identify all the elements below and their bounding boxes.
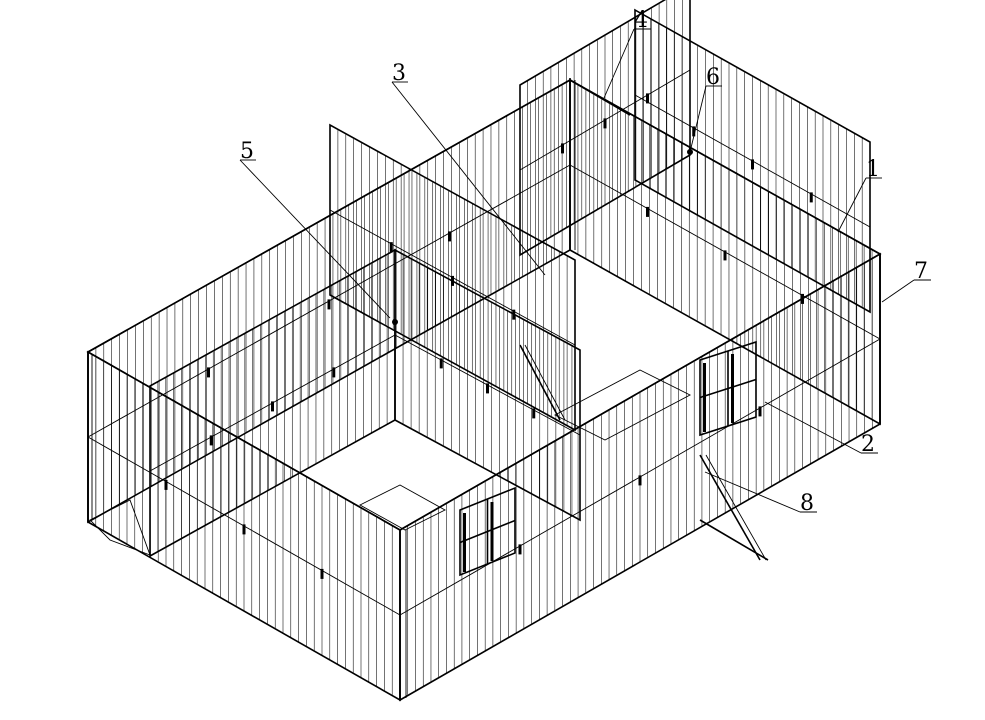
partition-middle-outline [394,248,581,522]
front-right-wall-clip [518,544,522,555]
callout-7: 7 [914,259,928,284]
front-right-wall-clip [638,475,642,486]
window-right [699,340,757,437]
back-right-wall-clip [723,250,727,261]
leader-3 [391,81,546,276]
brace-foot [699,519,769,561]
partition-back-clip [646,93,649,104]
window-front-jamb [490,502,494,561]
leader-1 [837,177,867,233]
front-right-wall-clip [758,406,762,417]
partition-back-outline [519,0,691,257]
window-right-jamb [731,354,734,423]
joint-node-5 [392,319,398,325]
back-left-wall-clip [448,231,451,242]
floor-opening-3 [89,499,151,556]
callout-8: 8 [800,491,814,516]
callout-labels: 1 2 3 4 5 6 7 8 [240,8,928,516]
partition-cross-clip [389,242,393,253]
callout-6: 6 [706,65,720,90]
back-right-wall-clip [646,206,649,217]
brace-interior [519,344,561,421]
partition-middle-clip [439,358,443,369]
frame-members [86,78,882,700]
partition-cross-outline [329,123,576,432]
partition-cross-clip [512,309,516,320]
floor-opening-2 [554,369,691,441]
window-right-jamb [703,363,706,432]
brace-exterior-2 [705,454,767,561]
partition-back-clip [561,143,564,154]
callout-2: 2 [861,432,875,457]
window-front [459,486,516,577]
partition-back-clip [603,118,607,129]
partition-cross-clip [451,275,454,286]
partition-right-clip [692,126,696,137]
callout-4: 4 [634,8,648,33]
leader-6 [689,85,707,153]
leader-8 [704,471,801,513]
fittings [89,340,769,577]
partition-left-clip [209,435,213,446]
leader-lines [239,28,931,513]
floor-opening-1 [359,484,446,531]
window-front-jamb [463,513,466,572]
wall-panels [87,0,881,702]
brace-interior-2 [524,344,566,421]
leader-5 [239,159,391,319]
window-front-transom [459,519,516,544]
callout-5: 5 [240,139,254,164]
back-left-wall-clip [327,299,331,310]
front-left-wall-clip [320,568,324,579]
leader-7 [881,279,915,303]
partition-left-clip [271,401,274,412]
front-left-wall-clip [164,479,168,490]
front-left-wall-clip [242,524,246,535]
partition-left-clip [332,367,336,378]
brace-exterior [699,454,761,561]
roof-member-4 [569,79,631,116]
partition-right-clip [751,159,754,170]
callout-3: 3 [392,61,406,86]
callout-1: 1 [866,157,880,182]
leader-4 [603,28,635,99]
leader-2 [764,401,862,454]
partition-middle-clip [532,408,536,419]
window-right-transom [699,378,757,399]
back-left-wall-clip [207,367,210,378]
partition-right-clip [809,192,813,203]
partition-middle-clip [486,383,489,394]
top-frame [86,79,882,531]
